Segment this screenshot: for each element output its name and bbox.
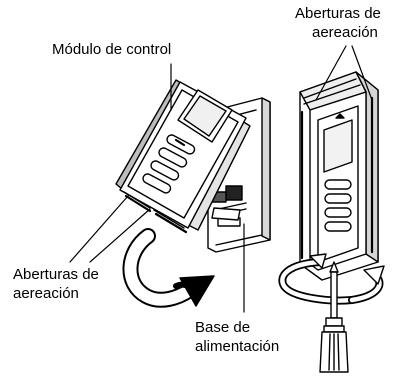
label-vents-left-line2: aereación xyxy=(13,285,79,302)
assembled-buttons xyxy=(324,179,352,232)
leader-lines xyxy=(69,45,373,313)
label-base-line1: Base de xyxy=(195,319,251,336)
label-vents-top-line1: Aberturas de xyxy=(295,5,381,22)
label-control-module: Módulo de control xyxy=(52,41,172,58)
module-vents xyxy=(123,191,188,234)
screwdriver-icon xyxy=(319,261,349,373)
side-vents xyxy=(300,96,374,260)
assembled-thermostat-icon xyxy=(299,71,379,281)
module-buttons xyxy=(142,134,196,194)
control-module-icon xyxy=(115,79,251,234)
curved-arrow-icon xyxy=(122,228,215,308)
label-base-line2: alimentación xyxy=(195,338,280,355)
label-vents-top-line2: aereación xyxy=(312,24,378,41)
label-vents-left-line1: Aberturas de xyxy=(13,266,99,283)
